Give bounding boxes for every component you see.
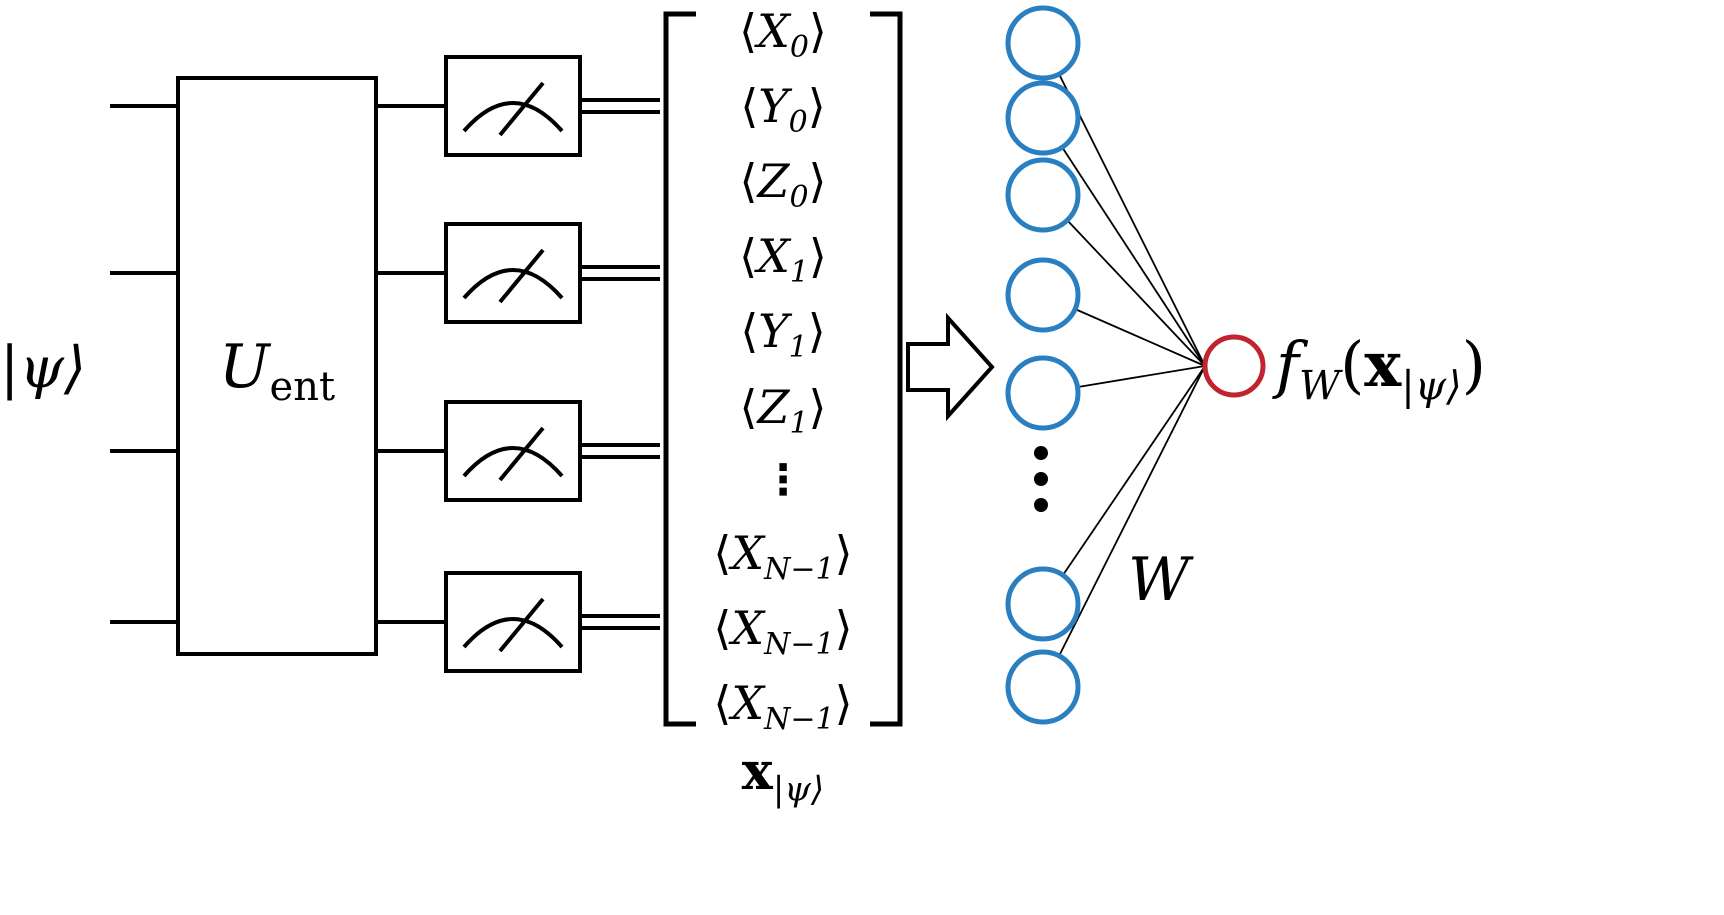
classical-wires [580, 98, 660, 630]
input-state-label: |ψ⟩ [0, 333, 120, 403]
input-node [1005, 355, 1081, 431]
vector-entry: ⟨XN−1⟩ [713, 600, 853, 663]
vector-entry: ⟨Y0⟩ [740, 79, 826, 141]
measurement-gauge-icon [444, 571, 582, 673]
input-node [1005, 5, 1081, 81]
entangling-unitary-box [176, 76, 378, 656]
input-state-text: |ψ⟩ [0, 335, 87, 401]
vector-entry: ⟨X1⟩ [739, 229, 827, 291]
vector-subscript: |ψ⟩ [772, 769, 825, 810]
input-node [1005, 157, 1081, 233]
vertical-ellipsis-icon [1034, 446, 1048, 512]
vector-entry: ⟨XN−1⟩ [713, 675, 853, 738]
measurement-gauge-icon [444, 222, 582, 324]
vector-entry: ⟨Z0⟩ [739, 154, 827, 216]
output-node [1202, 334, 1266, 398]
output-function-label: fW(x|ψ⟩) [1276, 328, 1486, 410]
unitary-subscript: ent [269, 364, 336, 410]
input-node [1005, 257, 1081, 333]
qubit-wires [110, 104, 446, 624]
input-node [1005, 566, 1081, 642]
vector-entry: ⟨Y1⟩ [740, 304, 826, 366]
vector-ellipsis: ⋮ [762, 454, 804, 504]
network-input-nodes [1005, 5, 1081, 725]
input-node [1005, 80, 1081, 156]
unitary-symbol: U [218, 332, 270, 402]
vector-brackets [663, 11, 903, 727]
measurement-gauge-icon [444, 55, 582, 157]
right-block-arrow-icon [906, 312, 995, 422]
vector-entry: ⟨X0⟩ [739, 4, 827, 66]
input-node [1005, 649, 1081, 725]
vector-symbol: x [741, 741, 773, 802]
unitary-label: Uent [178, 330, 376, 407]
vector-entry: ⟨Z1⟩ [739, 379, 827, 441]
weights-label: W [1128, 545, 1190, 615]
measurement-gauge-icon [444, 400, 582, 502]
network-edges [1058, 73, 1206, 657]
feature-vector: ⟨X0⟩ ⟨Y0⟩ ⟨Z0⟩ ⟨X1⟩ ⟨Y1⟩ ⟨Z1⟩ ⋮ ⟨XN−1⟩ ⟨… [666, 4, 900, 738]
feature-vector-label: x|ψ⟩ [666, 741, 900, 807]
vector-entry: ⟨XN−1⟩ [713, 525, 853, 587]
